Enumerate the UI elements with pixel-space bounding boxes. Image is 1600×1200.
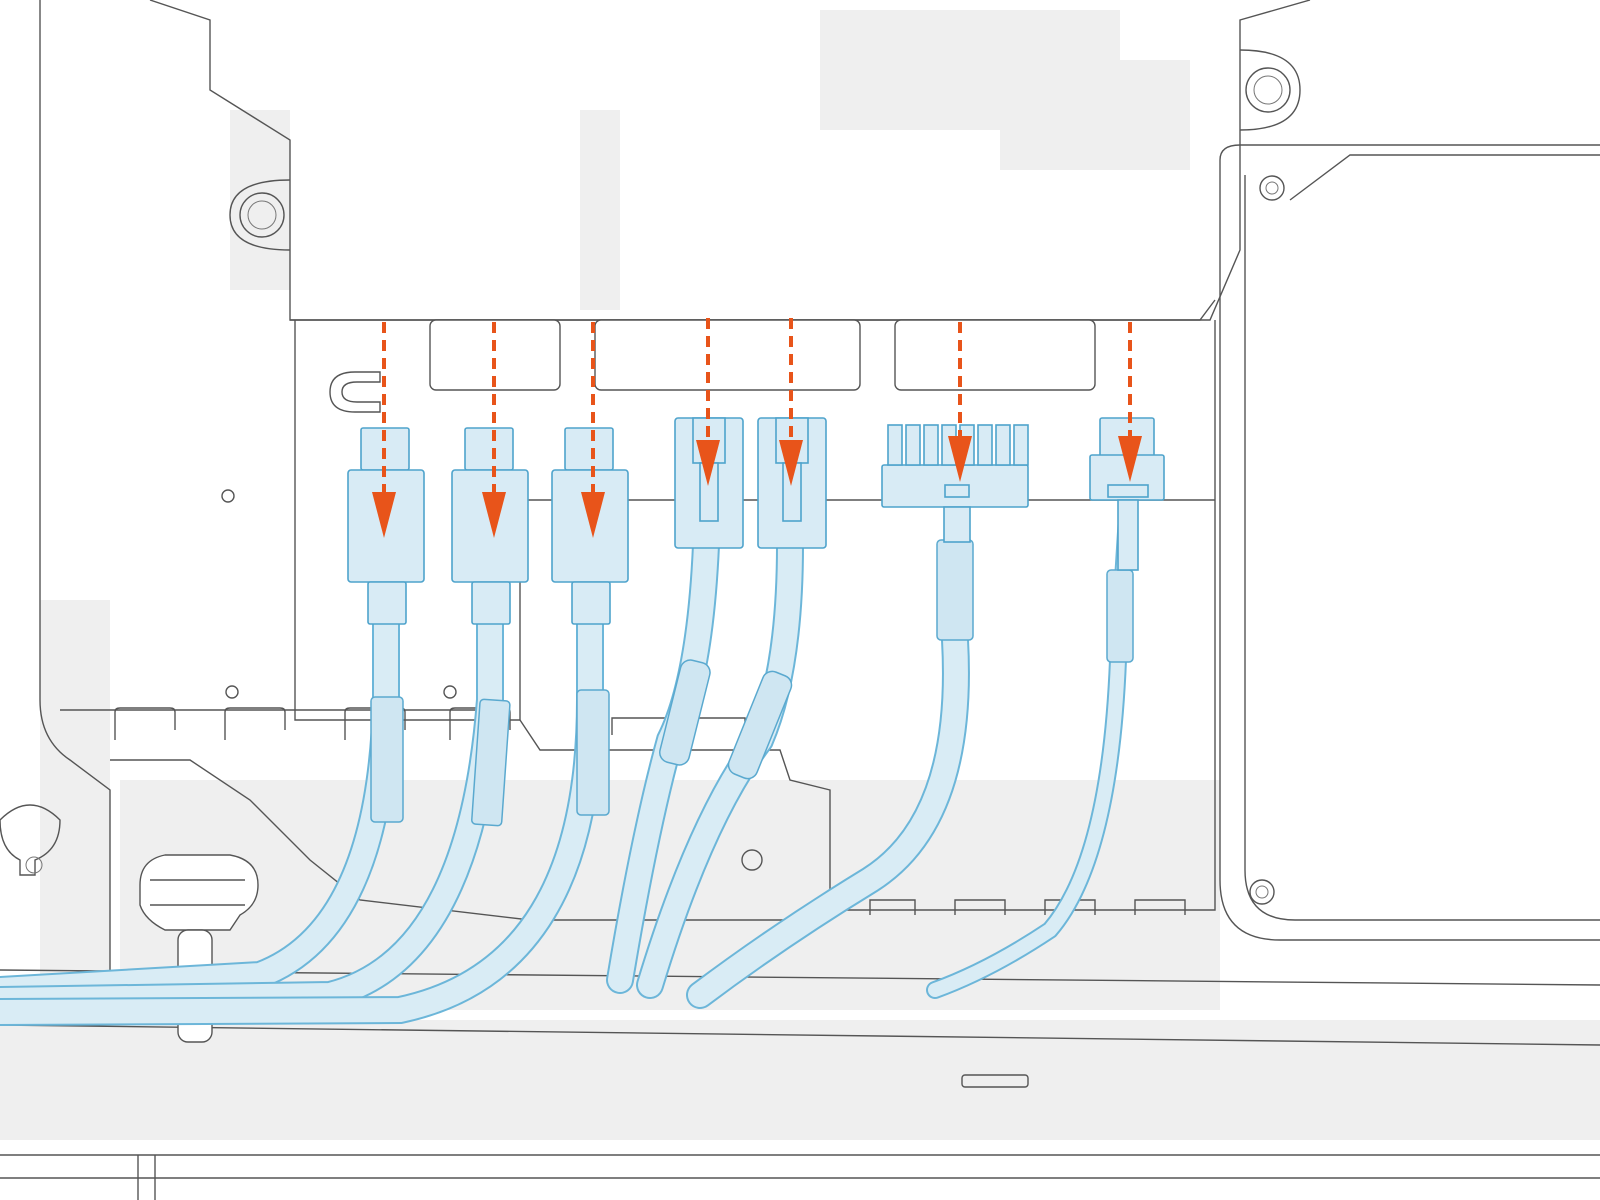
multi-pin-connector (881, 424, 1029, 543)
cable-sleeves (370, 539, 1134, 827)
down-arrow-icon (372, 322, 396, 538)
screw-icon (1259, 175, 1285, 201)
mounting-ears (229, 49, 1301, 413)
bottom-rail (0, 969, 1600, 1200)
chassis (39, 0, 1311, 1000)
down-arrow-icon (482, 322, 506, 538)
down-arrow-icon (581, 322, 605, 538)
latch-connector (674, 417, 744, 549)
mount-hole-icon (239, 192, 285, 238)
usb-c-connector (451, 427, 529, 625)
down-arrow-icon (948, 322, 972, 482)
connectors (347, 417, 1165, 625)
insertion-arrows (372, 318, 1142, 538)
screw-icon (1249, 879, 1275, 905)
latch-connector (757, 417, 827, 549)
side-enclosure (1219, 144, 1600, 941)
down-arrow-icon (779, 318, 803, 486)
down-arrow-icon (1118, 322, 1142, 482)
holes (0, 489, 763, 876)
down-arrow-icon (696, 318, 720, 486)
mount-hole-icon (1245, 67, 1291, 113)
